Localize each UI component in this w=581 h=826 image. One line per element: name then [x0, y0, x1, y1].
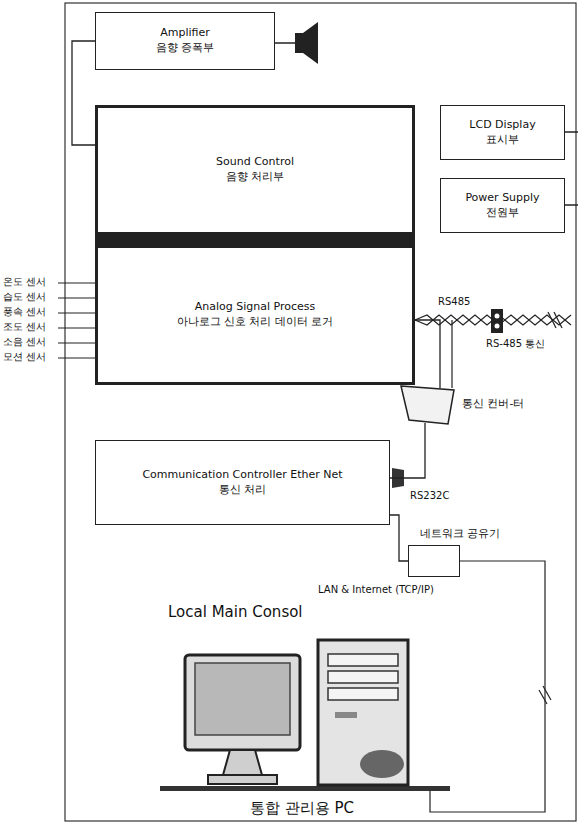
- box-title: Communication Controller Ether Net: [142, 468, 342, 483]
- sensor-wire: [58, 297, 95, 298]
- box-title: Power Supply: [465, 191, 539, 206]
- router-box: 네트워크 공유기: [408, 545, 460, 577]
- speaker-cone: [303, 22, 318, 64]
- analog-process-box: Analog Signal Process아나로그 신호 처리 데이터 로거: [95, 245, 415, 385]
- box-subtitle: 표시부: [486, 133, 519, 148]
- lcd-wire: [565, 131, 578, 133]
- console-title: Local Main Consol: [168, 603, 303, 621]
- rs485-connector: [491, 309, 503, 333]
- pc-network-wire: [430, 561, 545, 812]
- converter-shape: 통신 컨버-터: [400, 385, 455, 425]
- box-subtitle: 음향 증폭부: [156, 41, 215, 56]
- monitor-stand: [223, 750, 262, 775]
- sensor-label: 온도 센서: [3, 276, 46, 288]
- pc-caption: 통합 관리용 PC: [250, 799, 354, 817]
- power-wire: [565, 204, 578, 206]
- box-title: 네트워크 공유기: [419, 527, 502, 542]
- signal-name: RS232C: [410, 490, 449, 502]
- sensor-wires: [58, 283, 95, 358]
- separator-band: [95, 235, 415, 245]
- rs485-tap-wire: [451, 320, 452, 388]
- box-title: Sound Control: [216, 155, 294, 170]
- sensor-label: 소음 센서: [3, 336, 46, 348]
- connector-pin: [495, 324, 500, 329]
- desk: [160, 786, 450, 791]
- sound-control-box: Sound Control음향 처리부: [95, 105, 415, 235]
- page-frame: [65, 3, 576, 821]
- lcd-display-box: LCD Display표시부: [440, 105, 565, 160]
- sensor-label: 모션 센서: [3, 351, 46, 363]
- amplifier-box: Amplifier음향 증폭부: [95, 12, 275, 70]
- box-subtitle: 음향 처리부: [226, 170, 285, 185]
- converter-outline: [400, 385, 455, 425]
- drive-bay: [328, 671, 398, 683]
- signal-wire: [72, 41, 95, 145]
- pc-tower: [318, 640, 408, 785]
- sensor-label: 습도 센서: [3, 291, 46, 303]
- comm-controller-box: Communication Controller Ether Net통신 처리: [95, 440, 390, 525]
- drive-bay: [328, 654, 398, 666]
- floppy-slot: [335, 712, 357, 718]
- monitor-screen: [195, 663, 290, 735]
- monitor: [185, 655, 300, 750]
- signal-wire: [390, 515, 408, 561]
- sensor-label: 조도 센서: [3, 321, 46, 333]
- box-subtitle: 전원부: [486, 206, 519, 221]
- box-subtitle: 통신 처리: [219, 483, 267, 498]
- box-subtitle: 아나로그 신호 처리 데이터 로거: [177, 315, 334, 330]
- sensor-wire: [58, 357, 95, 358]
- signal-name: RS-485 통신: [486, 338, 545, 350]
- break-mark: [543, 686, 551, 700]
- network-label: LAN & Internet (TCP/IP): [318, 584, 434, 596]
- converter-trapezoid: [401, 386, 454, 424]
- signal-wire: [390, 423, 425, 478]
- tower-vent: [360, 750, 404, 778]
- monitor-base: [208, 775, 277, 784]
- sensor-wire: [58, 282, 95, 283]
- box-title: Amplifier: [160, 26, 210, 41]
- sensor-wire: [58, 312, 95, 313]
- sensor-wire: [58, 342, 95, 343]
- box-title: LCD Display: [469, 118, 535, 133]
- signal-name: RS485: [438, 296, 470, 308]
- power-supply-box: Power Supply전원부: [440, 178, 565, 233]
- signal-wire: [415, 320, 440, 388]
- drive-bay: [328, 688, 398, 700]
- speaker-wire: [275, 42, 295, 44]
- speaker-magnet: [295, 33, 303, 53]
- connector-pin: [495, 314, 500, 319]
- break-mark: [554, 312, 562, 328]
- sensor-wire: [58, 327, 95, 328]
- box-title: 통신 컨버-터: [461, 397, 525, 412]
- box-title: Analog Signal Process: [195, 300, 316, 315]
- sensor-label: 풍속 센서: [3, 306, 46, 318]
